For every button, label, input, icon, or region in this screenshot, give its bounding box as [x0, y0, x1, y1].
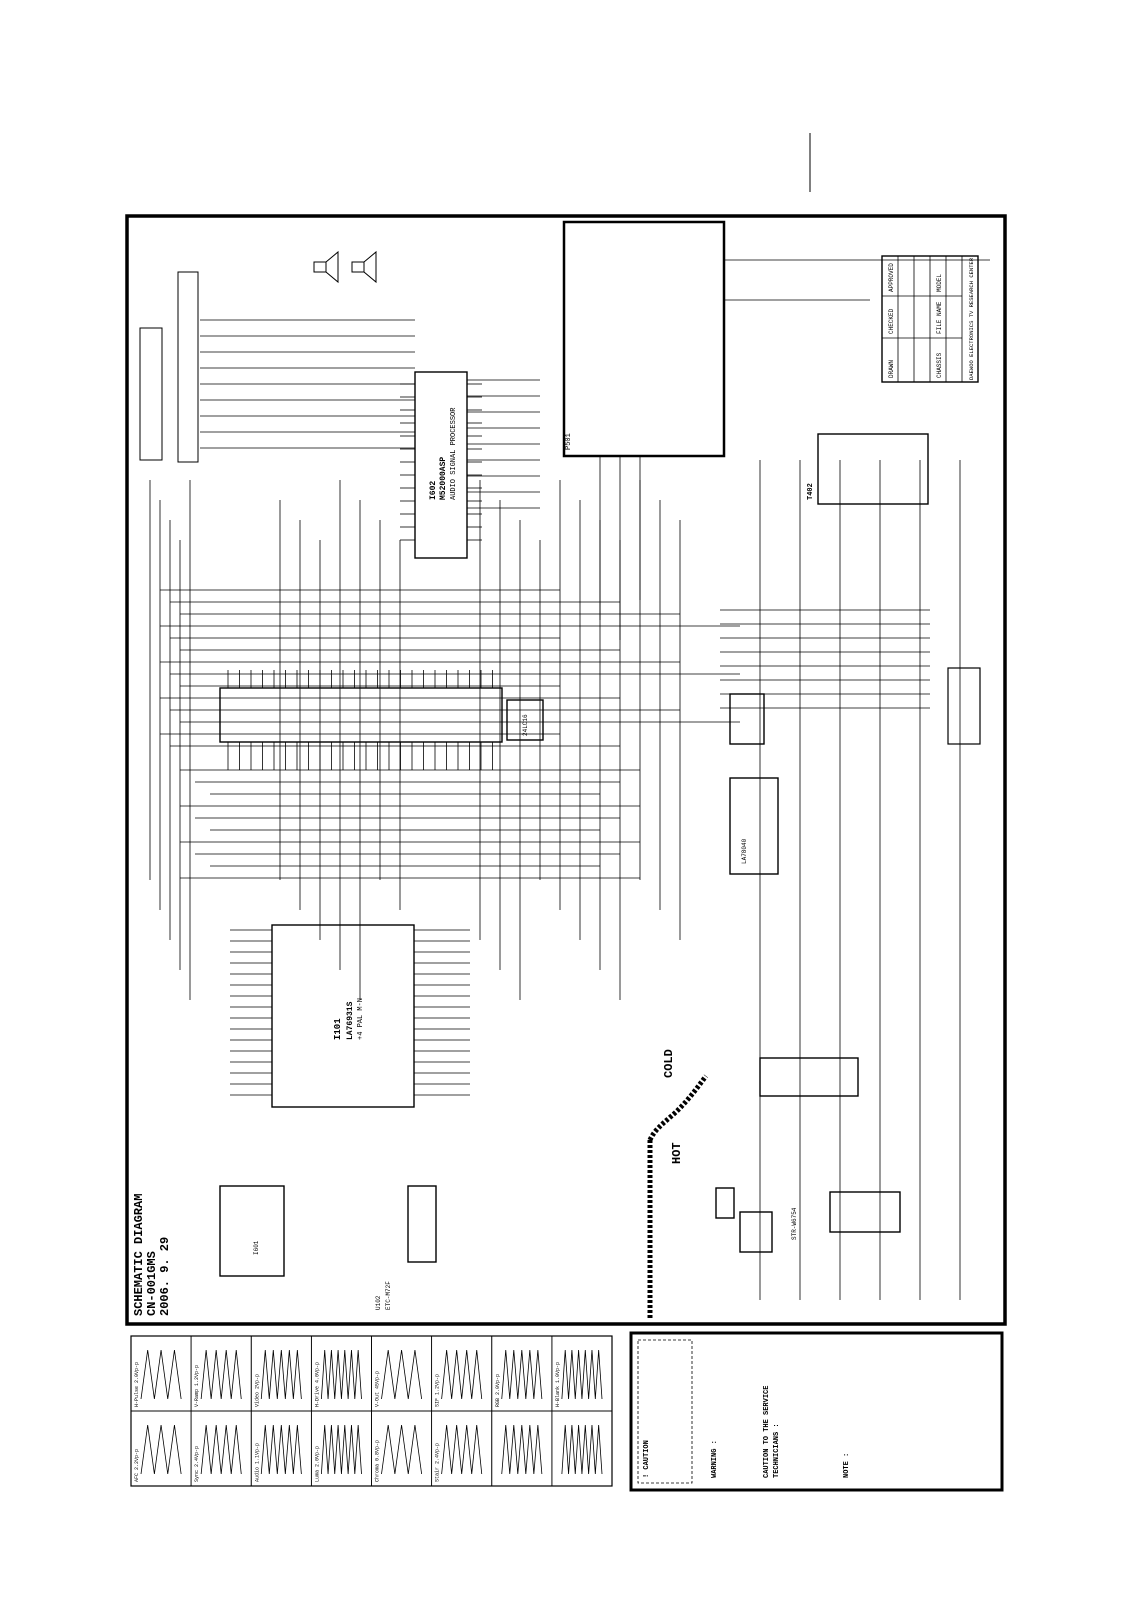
- waveform-cell: [491, 1410, 553, 1487]
- waveform-trace: [561, 1424, 603, 1475]
- waveform-label: Stair 2.4Vp-p: [435, 1443, 441, 1482]
- tb-checked: CHECKED: [888, 308, 895, 334]
- title-line1: SCHEMATIC DIAGRAM: [132, 1194, 146, 1316]
- waveform-trace: [200, 1349, 242, 1400]
- waveform-trace: [441, 1349, 483, 1400]
- waveform-label: AFC 2.2Vp-p: [134, 1449, 140, 1482]
- cold-label: COLD: [662, 1049, 676, 1078]
- waveform-cell: [431, 1410, 493, 1487]
- caution-title: ! CAUTION: [643, 1440, 651, 1478]
- main-ic-part: LA76931S: [346, 1001, 355, 1040]
- tb-chassis: CHASSIS: [936, 352, 943, 378]
- waveform-trace: [381, 1349, 423, 1400]
- main-ic-ref: I101: [333, 1018, 343, 1040]
- hot-label: HOT: [670, 1142, 684, 1164]
- svg-text:LA78040: LA78040: [741, 838, 748, 864]
- crt-board: [562, 220, 726, 458]
- technicians-label: TECHNICIANS :: [773, 1423, 781, 1478]
- crt-board-label: P501: [565, 433, 573, 450]
- note-title: NOTE :: [843, 1453, 851, 1478]
- audio-processor-ic: I602 M52000ASP AUDIO SIGNAL PROCESSOR: [414, 371, 468, 559]
- svg-text:STR-W6754: STR-W6754: [791, 1207, 798, 1240]
- title-line2: CN-001GMS: [145, 1251, 159, 1316]
- waveform-cell: [551, 1335, 613, 1412]
- waveform-cell: [371, 1335, 433, 1412]
- power-section: STR-W6754: [715, 1057, 901, 1253]
- tb-approved: APPROVED: [888, 263, 895, 292]
- waveform-cell: [190, 1410, 252, 1487]
- waveform-label: H-Blank 1.0Vp-p: [555, 1362, 561, 1407]
- waveform-cell: [250, 1335, 312, 1412]
- audio-ic-ref: I602: [429, 481, 438, 500]
- waveform-cell: [310, 1335, 372, 1412]
- waveform-cell: [250, 1410, 312, 1487]
- hot-cold-boundary: [647, 1074, 709, 1142]
- waveform-label: H-Pulse 2.0Vp-p: [134, 1362, 140, 1407]
- waveform-cell: [551, 1410, 613, 1487]
- waveform-label: Chroma 0.8Vp-p: [375, 1440, 381, 1482]
- waveform-label: Video 2Vp-p: [254, 1374, 260, 1407]
- svg-text:T402: T402: [807, 483, 815, 500]
- waveform-label: Luma 2.0Vp-p: [314, 1446, 320, 1482]
- speaker-icon: [313, 250, 377, 284]
- waveform-label: V-Out 45Vp-p: [375, 1371, 381, 1407]
- waveform-trace: [260, 1349, 302, 1400]
- audio-ic-name: AUDIO SIGNAL PROCESSOR: [450, 407, 458, 500]
- waveform-trace: [260, 1424, 302, 1475]
- notes-panel: ! CAUTION WARNING : CAUTION TO THE SERVI…: [629, 1331, 1004, 1492]
- jungle-ic: [219, 687, 503, 743]
- wiring: [149, 259, 990, 1300]
- audio-ic-part: M52000ASP: [439, 457, 448, 500]
- service-title: CAUTION TO THE SERVICE: [763, 1386, 771, 1478]
- sound-amp-ic: I601: [219, 1185, 285, 1277]
- waveform-trace: [320, 1424, 362, 1475]
- svg-text:U102: U102: [375, 1295, 382, 1310]
- waveform-panel: H-Pulse 2.0Vp-p V-Ramp 1.2Vp-p Video 2Vp-p…: [130, 1335, 613, 1487]
- tuner: U102 ETC-M72F: [375, 1185, 437, 1310]
- main-ic: I101 LA76931S +4 PAL M-N: [271, 924, 415, 1108]
- waveform-trace: [200, 1424, 242, 1475]
- waveform-cell: [431, 1335, 493, 1412]
- waveform-trace: [381, 1424, 423, 1475]
- av-connector-strip: [139, 271, 199, 463]
- tb-model: MODEL: [936, 274, 943, 292]
- waveform-label: RGB 2.0Vp-p: [495, 1374, 501, 1407]
- waveform-cell: [491, 1335, 553, 1412]
- eeprom-ic: 24LC16: [506, 699, 544, 741]
- waveform-trace: [140, 1424, 182, 1475]
- tb-drawn: DRAWN: [888, 360, 895, 378]
- tb-company: DAEWOO ELECTRONICS TV RESEARCH CENTER: [968, 257, 975, 380]
- vertical-ic: LA78040: [729, 777, 779, 875]
- tb-file-name: FILE NAME: [936, 301, 943, 334]
- waveform-trace: [320, 1349, 362, 1400]
- svg-text:I601: I601: [253, 1240, 260, 1255]
- svg-text:ETC-M72F: ETC-M72F: [385, 1281, 392, 1310]
- title-block: DRAWN CHECKED APPROVED CHASSIS FILE NAME…: [881, 255, 979, 383]
- waveform-trace: [441, 1424, 483, 1475]
- flyback-transformer: T402: [807, 433, 929, 505]
- waveform-cell: [190, 1335, 252, 1412]
- waveform-label: Audio 1.1Vp-p: [254, 1443, 260, 1482]
- main-ic-desc: +4 PAL M-N: [357, 998, 365, 1040]
- waveform-cell: [130, 1335, 192, 1412]
- schematic-title: SCHEMATIC DIAGRAM CN-001GMS 2006. 9. 29: [132, 1194, 172, 1316]
- waveform-label: V-Ramp 1.2Vp-p: [194, 1365, 200, 1407]
- title-line3: 2006. 9. 29: [158, 1237, 172, 1316]
- waveform-trace: [561, 1349, 603, 1400]
- h-output-box: [947, 667, 981, 745]
- svg-text:24LC16: 24LC16: [522, 714, 529, 736]
- warning-title: WARNING :: [711, 1440, 719, 1478]
- waveform-trace: [501, 1349, 543, 1400]
- waveform-trace: [140, 1349, 182, 1400]
- waveform-cell: [310, 1410, 372, 1487]
- schematic-frame: [125, 214, 1007, 1326]
- waveform-label: SIF 1.2Vp-p: [435, 1374, 441, 1407]
- waveform-label: Sync 2.4Vp-p: [194, 1446, 200, 1482]
- waveform-cell: [130, 1410, 192, 1487]
- waveform-cell: [371, 1410, 433, 1487]
- waveform-label: H-Drive 4.0Vp-p: [314, 1362, 320, 1407]
- waveform-trace: [501, 1424, 543, 1475]
- p401-connector: [729, 693, 765, 745]
